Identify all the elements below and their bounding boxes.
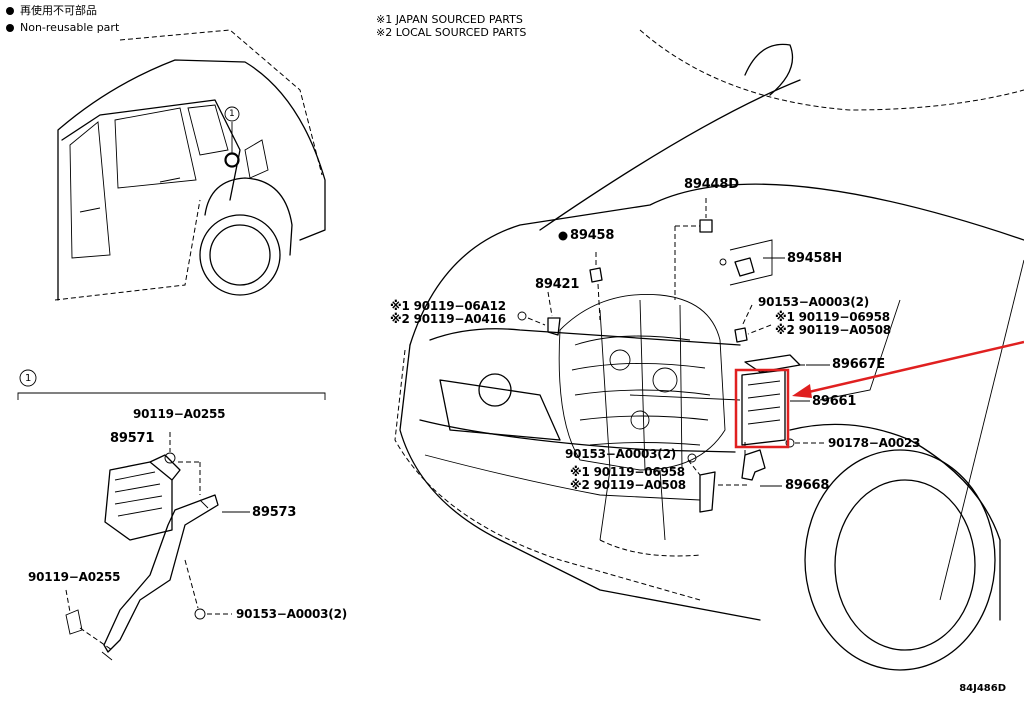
- bullet-icon: [6, 7, 14, 15]
- diagram-code: 84J486D: [959, 683, 1006, 694]
- part-label-90153-a0003-mid: 90153−A0003(2): [565, 447, 677, 461]
- part-label-89573: 89573: [252, 505, 297, 520]
- part-label-90178-a0023: 90178−A0023: [828, 436, 921, 450]
- detail-frame: [17, 369, 326, 400]
- highlight-arrow-line: [799, 340, 1024, 396]
- vehicle-side-view: [54, 29, 326, 301]
- callout-number: 1: [229, 109, 235, 119]
- part-label-89661: 89661: [812, 394, 857, 409]
- ecu-highlight-box: [734, 368, 790, 449]
- note-local-sourced: ※2 LOCAL SOURCED PARTS: [376, 26, 527, 39]
- part-label-89421: 89421: [535, 277, 580, 292]
- non-reusable-marker: [558, 231, 568, 241]
- part-label-89448d: 89448D: [684, 177, 739, 192]
- legend-text: Non-reusable part: [20, 21, 120, 34]
- part-label-89571: 89571: [110, 431, 155, 446]
- part-label-89668: 89668: [785, 478, 830, 493]
- legend-item-jp: 再使用不可部品: [6, 4, 97, 17]
- note-japan-sourced: ※1 JAPAN SOURCED PARTS: [376, 13, 523, 26]
- callout-number: 1: [25, 373, 32, 384]
- part-label-89458h: 89458H: [787, 251, 842, 266]
- part-label-90119-a0508-top: ※2 90119−A0508: [775, 323, 891, 337]
- part-label-90119-a0255-b: 90119−A0255: [28, 570, 121, 584]
- highlight-arrow-head: [792, 384, 812, 398]
- part-label-90153-a0003-bot: 90153−A0003(2): [236, 607, 348, 621]
- part-label-90119-a0255-a: 90119−A0255: [133, 407, 226, 421]
- vehicle-front-view: [394, 29, 1024, 671]
- part-label-89667e: 89667E: [832, 357, 885, 372]
- part-label-90119-06958-top: ※1 90119−06958: [775, 310, 890, 324]
- part-label-90119-06a12: ※1 90119−06A12: [390, 299, 506, 313]
- legend-item-en: Non-reusable part: [6, 21, 119, 34]
- engine-assembly: [558, 294, 726, 557]
- ecu-detail-assembly: [65, 432, 250, 661]
- part-label-90153-a0003-top: 90153−A0003(2): [758, 295, 870, 309]
- legend-text: 再使用不可部品: [20, 4, 97, 17]
- leader-lines: [225, 257, 830, 513]
- part-label-90119-a0416: ※2 90119−A0416: [390, 312, 506, 326]
- part-label-90119-06958-bot: ※1 90119−06958: [570, 465, 685, 479]
- part-label-89458: 89458: [570, 228, 615, 243]
- part-label-90119-a0508-bot: ※2 90119−A0508: [570, 478, 686, 492]
- sensors-and-fasteners: [517, 198, 828, 513]
- bullet-icon: [6, 24, 14, 32]
